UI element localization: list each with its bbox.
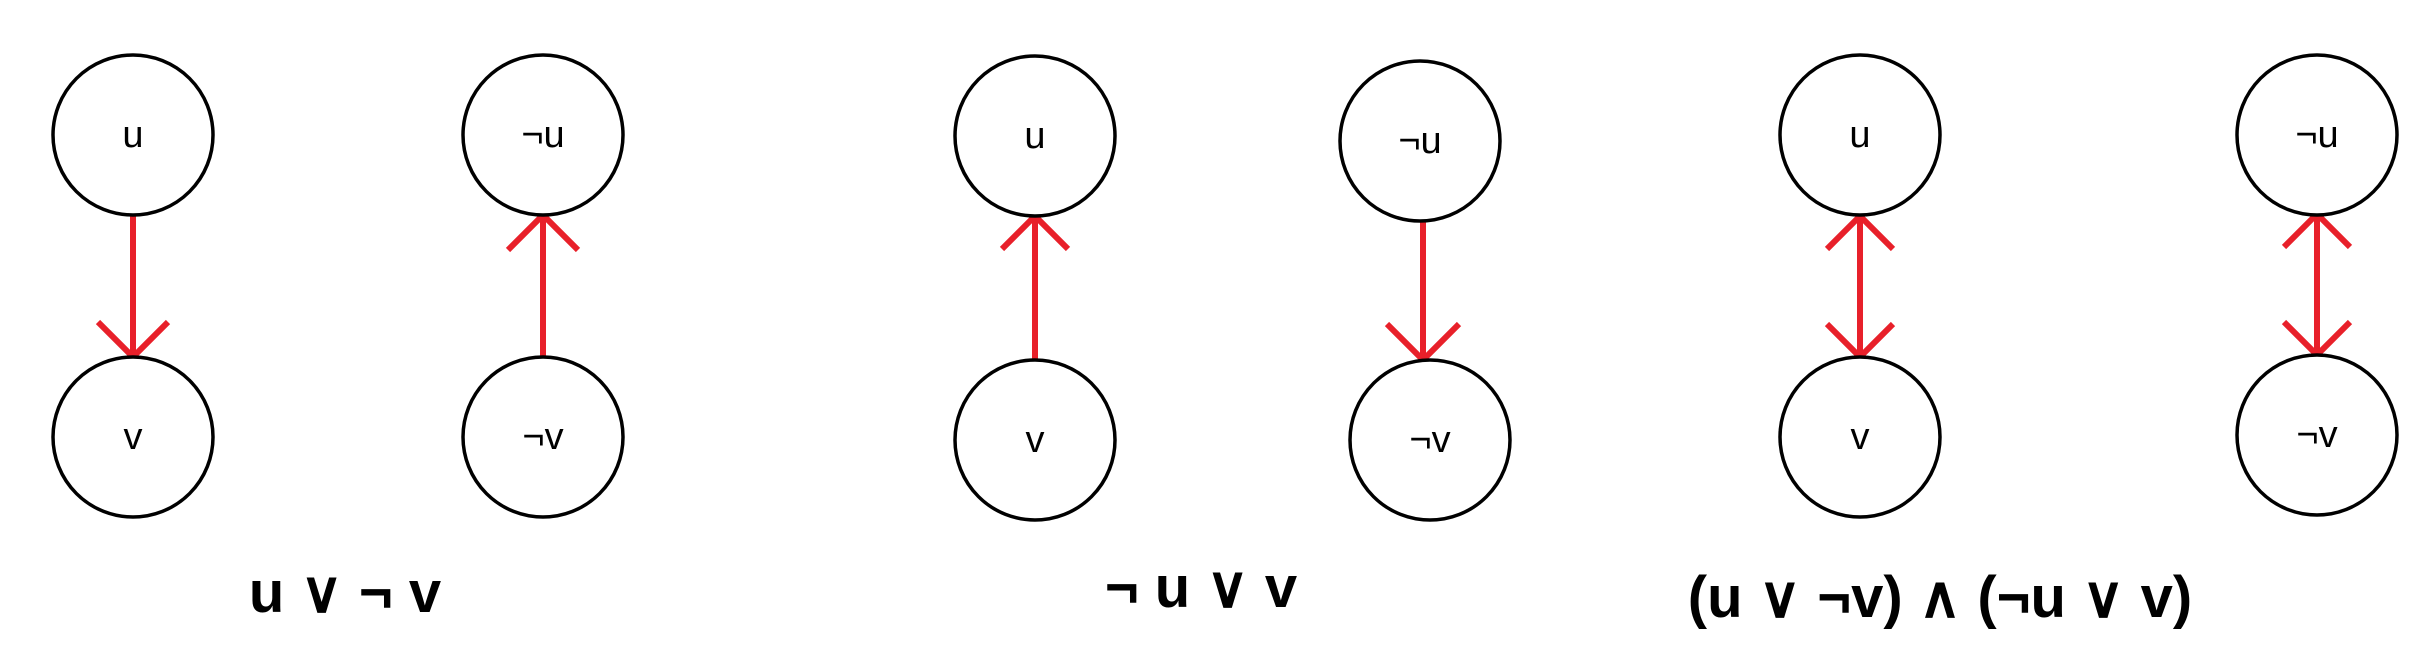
edge-not-u-to-not-v <box>1384 221 1462 365</box>
formula-1: u ∨ ¬ v <box>249 560 441 625</box>
node-u-label: u <box>122 114 143 156</box>
panel-3: u v ¬u ¬v (u ∨ ¬v) ∧ (¬u ∨ v) <box>1688 53 2399 630</box>
node-not-u: ¬u <box>1338 59 1502 223</box>
node-not-v: ¬v <box>461 355 625 519</box>
node-u: u <box>953 54 1117 218</box>
node-not-v-label: ¬v <box>522 416 563 458</box>
node-v-label: v <box>1851 416 1870 458</box>
node-v-label: v <box>124 416 143 458</box>
node-not-u-label: ¬u <box>2295 114 2338 156</box>
node-not-v: ¬v <box>2235 353 2399 517</box>
edge-not-v-to-not-u <box>505 210 581 356</box>
formula-3: (u ∨ ¬v) ∧ (¬u ∨ v) <box>1688 565 2192 630</box>
node-u: u <box>1778 53 1942 217</box>
edge-not-u-not-v-bidirectional <box>2281 209 2353 360</box>
node-not-u-label: ¬u <box>1398 120 1441 162</box>
node-v-label: v <box>1026 419 1045 461</box>
node-not-v: ¬v <box>1348 358 1512 522</box>
panel-1: u v ¬u ¬v u ∨ ¬ v <box>51 53 625 625</box>
node-not-u-label: ¬u <box>521 114 564 156</box>
node-v: v <box>51 355 215 519</box>
edge-v-to-u <box>999 211 1071 360</box>
formula-2: ¬ u ∨ v <box>1105 555 1297 620</box>
node-not-v-label: ¬v <box>2296 414 2337 456</box>
panel-2: u v ¬u ¬v ¬ u ∨ v <box>953 54 1512 620</box>
node-v: v <box>1778 355 1942 519</box>
node-not-v-label: ¬v <box>1409 419 1450 461</box>
node-v: v <box>953 358 1117 522</box>
node-u-label: u <box>1849 114 1870 156</box>
node-u-label: u <box>1024 115 1045 157</box>
node-u: u <box>51 53 215 217</box>
node-not-u: ¬u <box>461 53 625 217</box>
node-not-u: ¬u <box>2235 53 2399 217</box>
edge-u-v-bidirectional <box>1824 211 1896 362</box>
edge-u-to-v <box>95 216 171 362</box>
